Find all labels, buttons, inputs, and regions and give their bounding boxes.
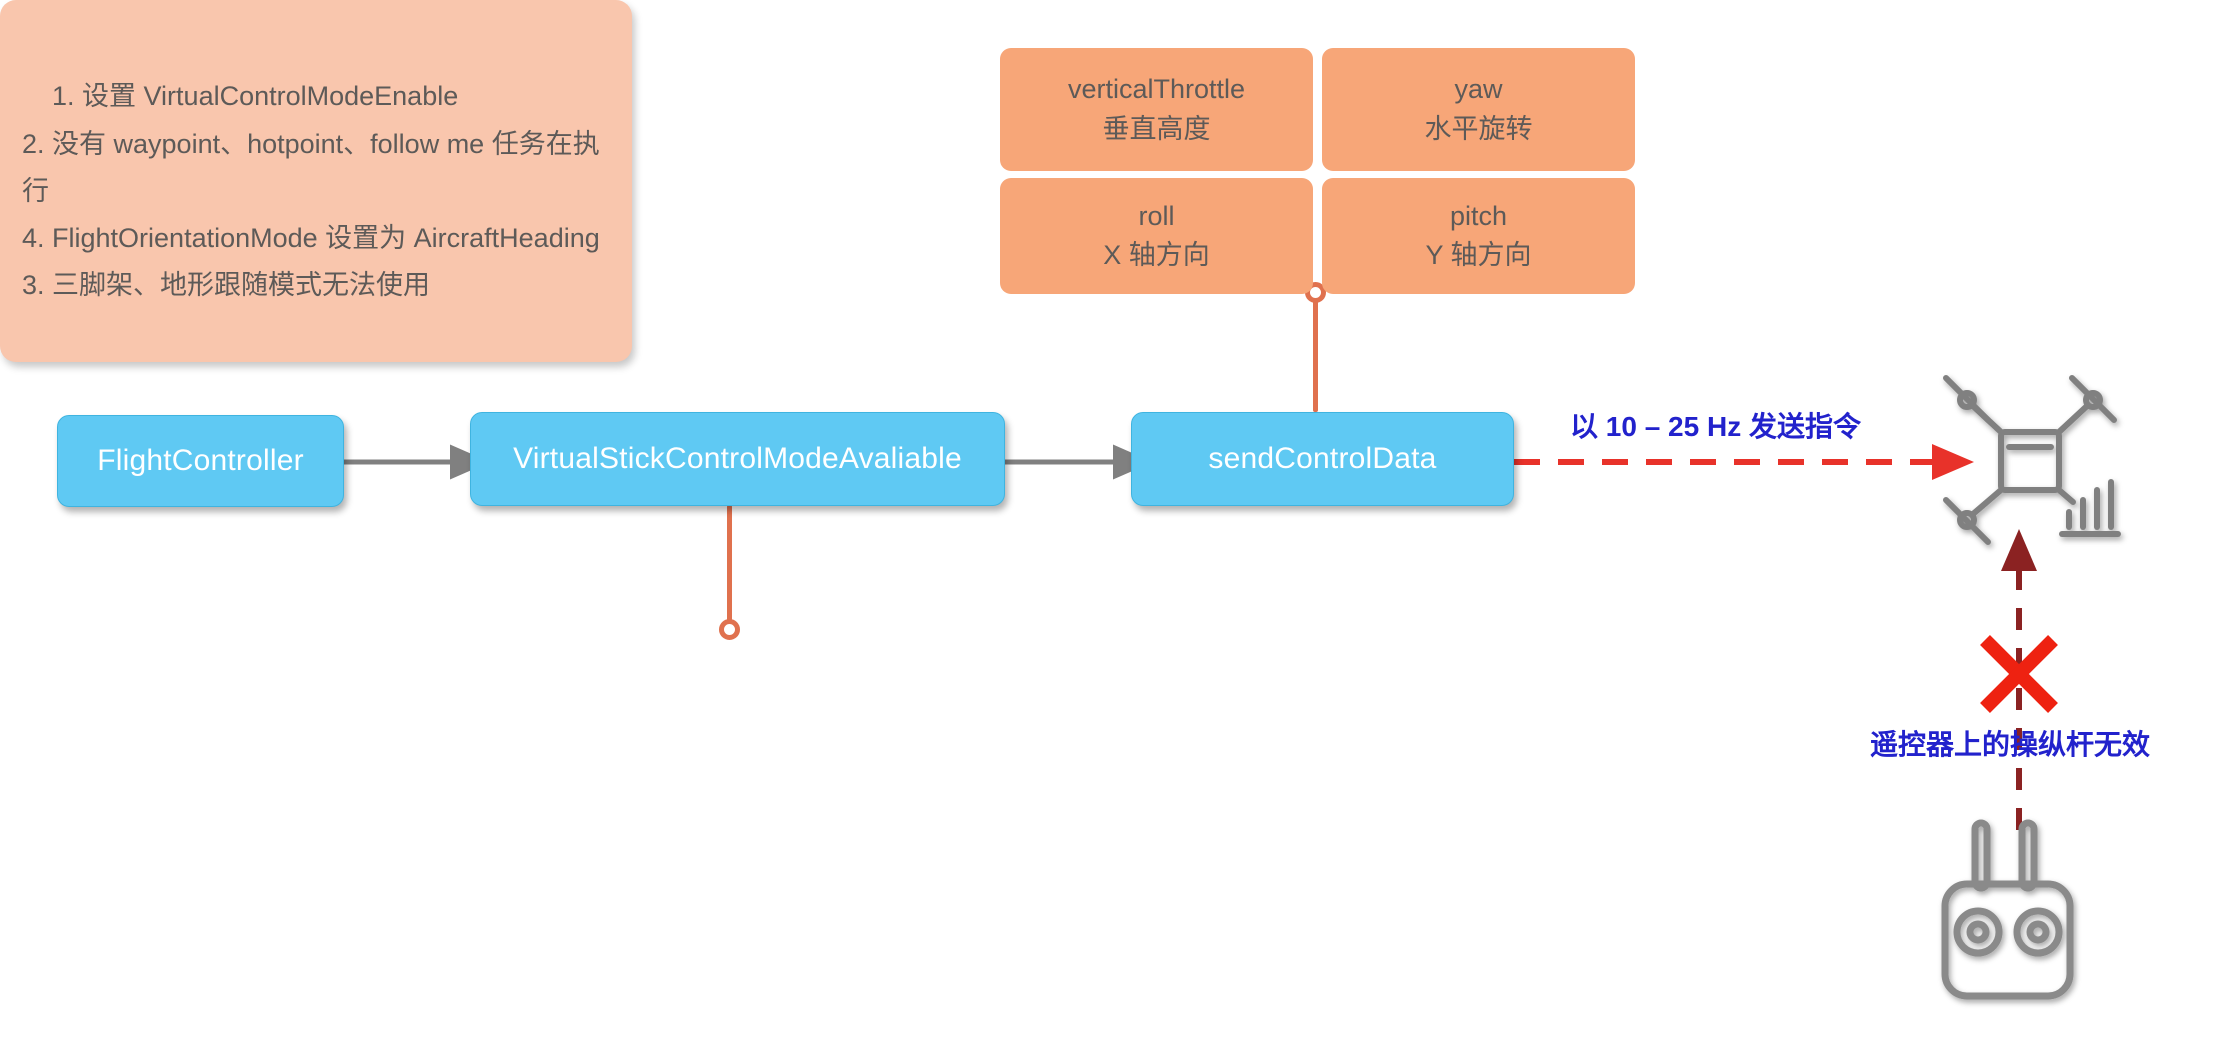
param-pitch-name: pitch — [1449, 200, 1508, 231]
param-yaw[interactable]: yaw 水平旋转 — [1322, 48, 1635, 171]
node-flight-controller-label: FlightController — [97, 444, 304, 477]
param-pitch-desc: Y 轴方向 — [1425, 240, 1532, 270]
remote-controller-icon — [1941, 819, 2074, 1000]
param-yaw-name: yaw — [1454, 74, 1503, 105]
param-roll-desc: X 轴方向 — [1103, 240, 1210, 270]
param-vertical-throttle-name: verticalThrottle — [1067, 74, 1246, 105]
connector-params-to-sendcontroldata — [1313, 292, 1318, 412]
drone-icon — [1943, 375, 2121, 545]
label-send-rate: 以 10 – 25 Hz 发送指令 — [1570, 411, 1861, 442]
note-virtual-stick-prerequisites[interactable]: 1. 设置 VirtualControlModeEnable 2. 没有 way… — [0, 0, 632, 362]
label-stick-disabled: 遥控器上的操纵杆无效 — [1870, 729, 2151, 760]
connector-endpoint-note — [719, 619, 740, 640]
node-send-control-data-label: sendControlData — [1208, 442, 1437, 475]
param-yaw-desc: 水平旋转 — [1424, 113, 1533, 144]
param-vertical-throttle[interactable]: verticalThrottle 垂直高度 — [1000, 48, 1313, 171]
param-roll[interactable]: roll X 轴方向 — [1000, 178, 1313, 294]
param-pitch[interactable]: pitch Y 轴方向 — [1322, 178, 1635, 294]
param-roll-name: roll — [1138, 200, 1175, 231]
red-cross-icon — [1980, 635, 2058, 713]
param-vertical-throttle-desc: 垂直高度 — [1102, 113, 1211, 144]
note-text: 1. 设置 VirtualControlModeEnable 2. 没有 way… — [22, 81, 600, 301]
node-virtual-stick-mode[interactable]: VirtualStickControlModeAvaliable — [470, 412, 1005, 506]
node-virtual-stick-mode-label: VirtualStickControlModeAvaliable — [513, 442, 962, 475]
node-send-control-data[interactable]: sendControlData — [1131, 412, 1514, 506]
node-flight-controller[interactable]: FlightController — [57, 415, 344, 507]
connector-virtualstick-to-note — [727, 505, 732, 637]
